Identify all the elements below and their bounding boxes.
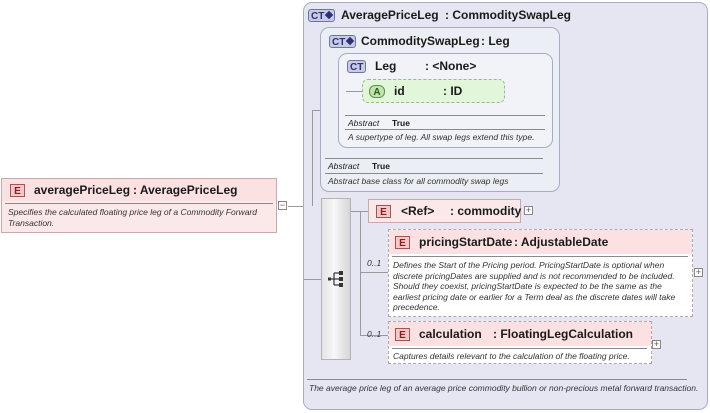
child-element-calculation[interactable]: E calculation : FloatingLegCalculation C…: [388, 321, 652, 364]
inner-type-base: : <None>: [425, 59, 477, 73]
inner-abstract-value: True: [392, 118, 410, 128]
child-element-name: pricingStartDate: [419, 235, 513, 249]
inheritance-line: [312, 110, 313, 206]
cardinality-label: 0..1: [367, 258, 382, 268]
mid-abstract-value: True: [372, 161, 390, 171]
sequence-branch-2: [360, 272, 388, 273]
child-element-pricingStartDate[interactable]: E pricingStartDate : AdjustableDate Defi…: [388, 229, 693, 317]
connector-line: [288, 206, 304, 207]
complex-type-icon: CT: [347, 60, 367, 73]
sequence-inlet: [304, 279, 321, 280]
expand-calculation-button[interactable]: +: [652, 340, 661, 350]
sequence-compositor-icon: [328, 271, 343, 287]
element-badge: E: [395, 236, 410, 249]
child-element-commodity[interactable]: E <Ref> : commodity: [368, 199, 521, 223]
outer-type-base: : CommoditySwapLeg: [445, 8, 572, 22]
mid-separator-2: [325, 173, 543, 174]
child-element-separator: [392, 348, 647, 349]
cardinality-label: 0..1: [367, 329, 382, 339]
expand-commodity-button[interactable]: +: [524, 206, 533, 216]
inner-abstract-label: Abstract: [348, 118, 380, 128]
root-element-type: : AveragePriceLeg: [133, 183, 238, 197]
mid-separator-1: [325, 158, 543, 159]
root-element-box[interactable]: E averagePriceLeg : AveragePriceLeg Spec…: [1, 178, 277, 233]
element-badge: E: [395, 328, 410, 341]
element-badge: E: [10, 184, 25, 197]
outer-separator: [307, 379, 687, 380]
inner-separator-1: [345, 115, 545, 116]
inner-type-description: A supertype of leg. All swap legs extend…: [348, 132, 535, 142]
sequence-branch-vertical: [360, 211, 361, 335]
sequence-branch-3: [360, 335, 388, 336]
outer-type-description: The average price leg of an average pric…: [309, 383, 699, 393]
root-element-name: averagePriceLeg: [34, 183, 131, 197]
inner-type-name: Leg: [375, 59, 397, 73]
inheritance-line-h: [312, 110, 320, 111]
root-element-description: Specifies the calculated floating price …: [8, 207, 257, 228]
element-badge: E: [376, 205, 391, 218]
root-element-header: [2, 179, 276, 201]
complex-type-icon: CT: [329, 35, 357, 48]
child-element-header: [389, 230, 692, 254]
child-element-description: Defines the Start of the Pricing period.…: [393, 260, 676, 312]
child-element-name: calculation: [419, 327, 482, 341]
child-element-name: <Ref>: [401, 204, 435, 218]
mid-type-description: Abstract base class for all commodity sw…: [328, 176, 509, 186]
sequence-compositor[interactable]: [321, 198, 351, 360]
complex-type-icon: CT: [308, 9, 336, 22]
child-element-type: : commodity: [450, 204, 522, 218]
attribute-badge: A: [369, 85, 385, 98]
attribute-type: : ID: [443, 84, 463, 98]
child-element-type: : AdjustableDate: [514, 235, 609, 249]
expand-pricingStartDate-button[interactable]: +: [694, 268, 703, 278]
attribute-connector: [346, 91, 364, 92]
mid-type-base: : Leg: [481, 34, 510, 48]
mid-abstract-label: Abstract: [328, 161, 360, 171]
attribute-name: id: [394, 84, 405, 98]
child-element-description: Captures details relevant to the calcula…: [393, 351, 630, 361]
child-element-header: [389, 322, 651, 346]
inner-separator-2: [345, 129, 545, 130]
mid-type-name: CommoditySwapLeg: [361, 34, 480, 48]
attribute-id-box[interactable]: A id : ID: [362, 79, 505, 103]
root-collapse-button[interactable]: −: [278, 201, 287, 211]
outer-type-name: AveragePriceLeg: [341, 8, 439, 22]
child-element-separator: [392, 256, 688, 257]
child-element-type: : FloatingLegCalculation: [493, 327, 633, 341]
sequence-branch-1: [351, 211, 368, 212]
root-element-separator: [5, 203, 273, 204]
